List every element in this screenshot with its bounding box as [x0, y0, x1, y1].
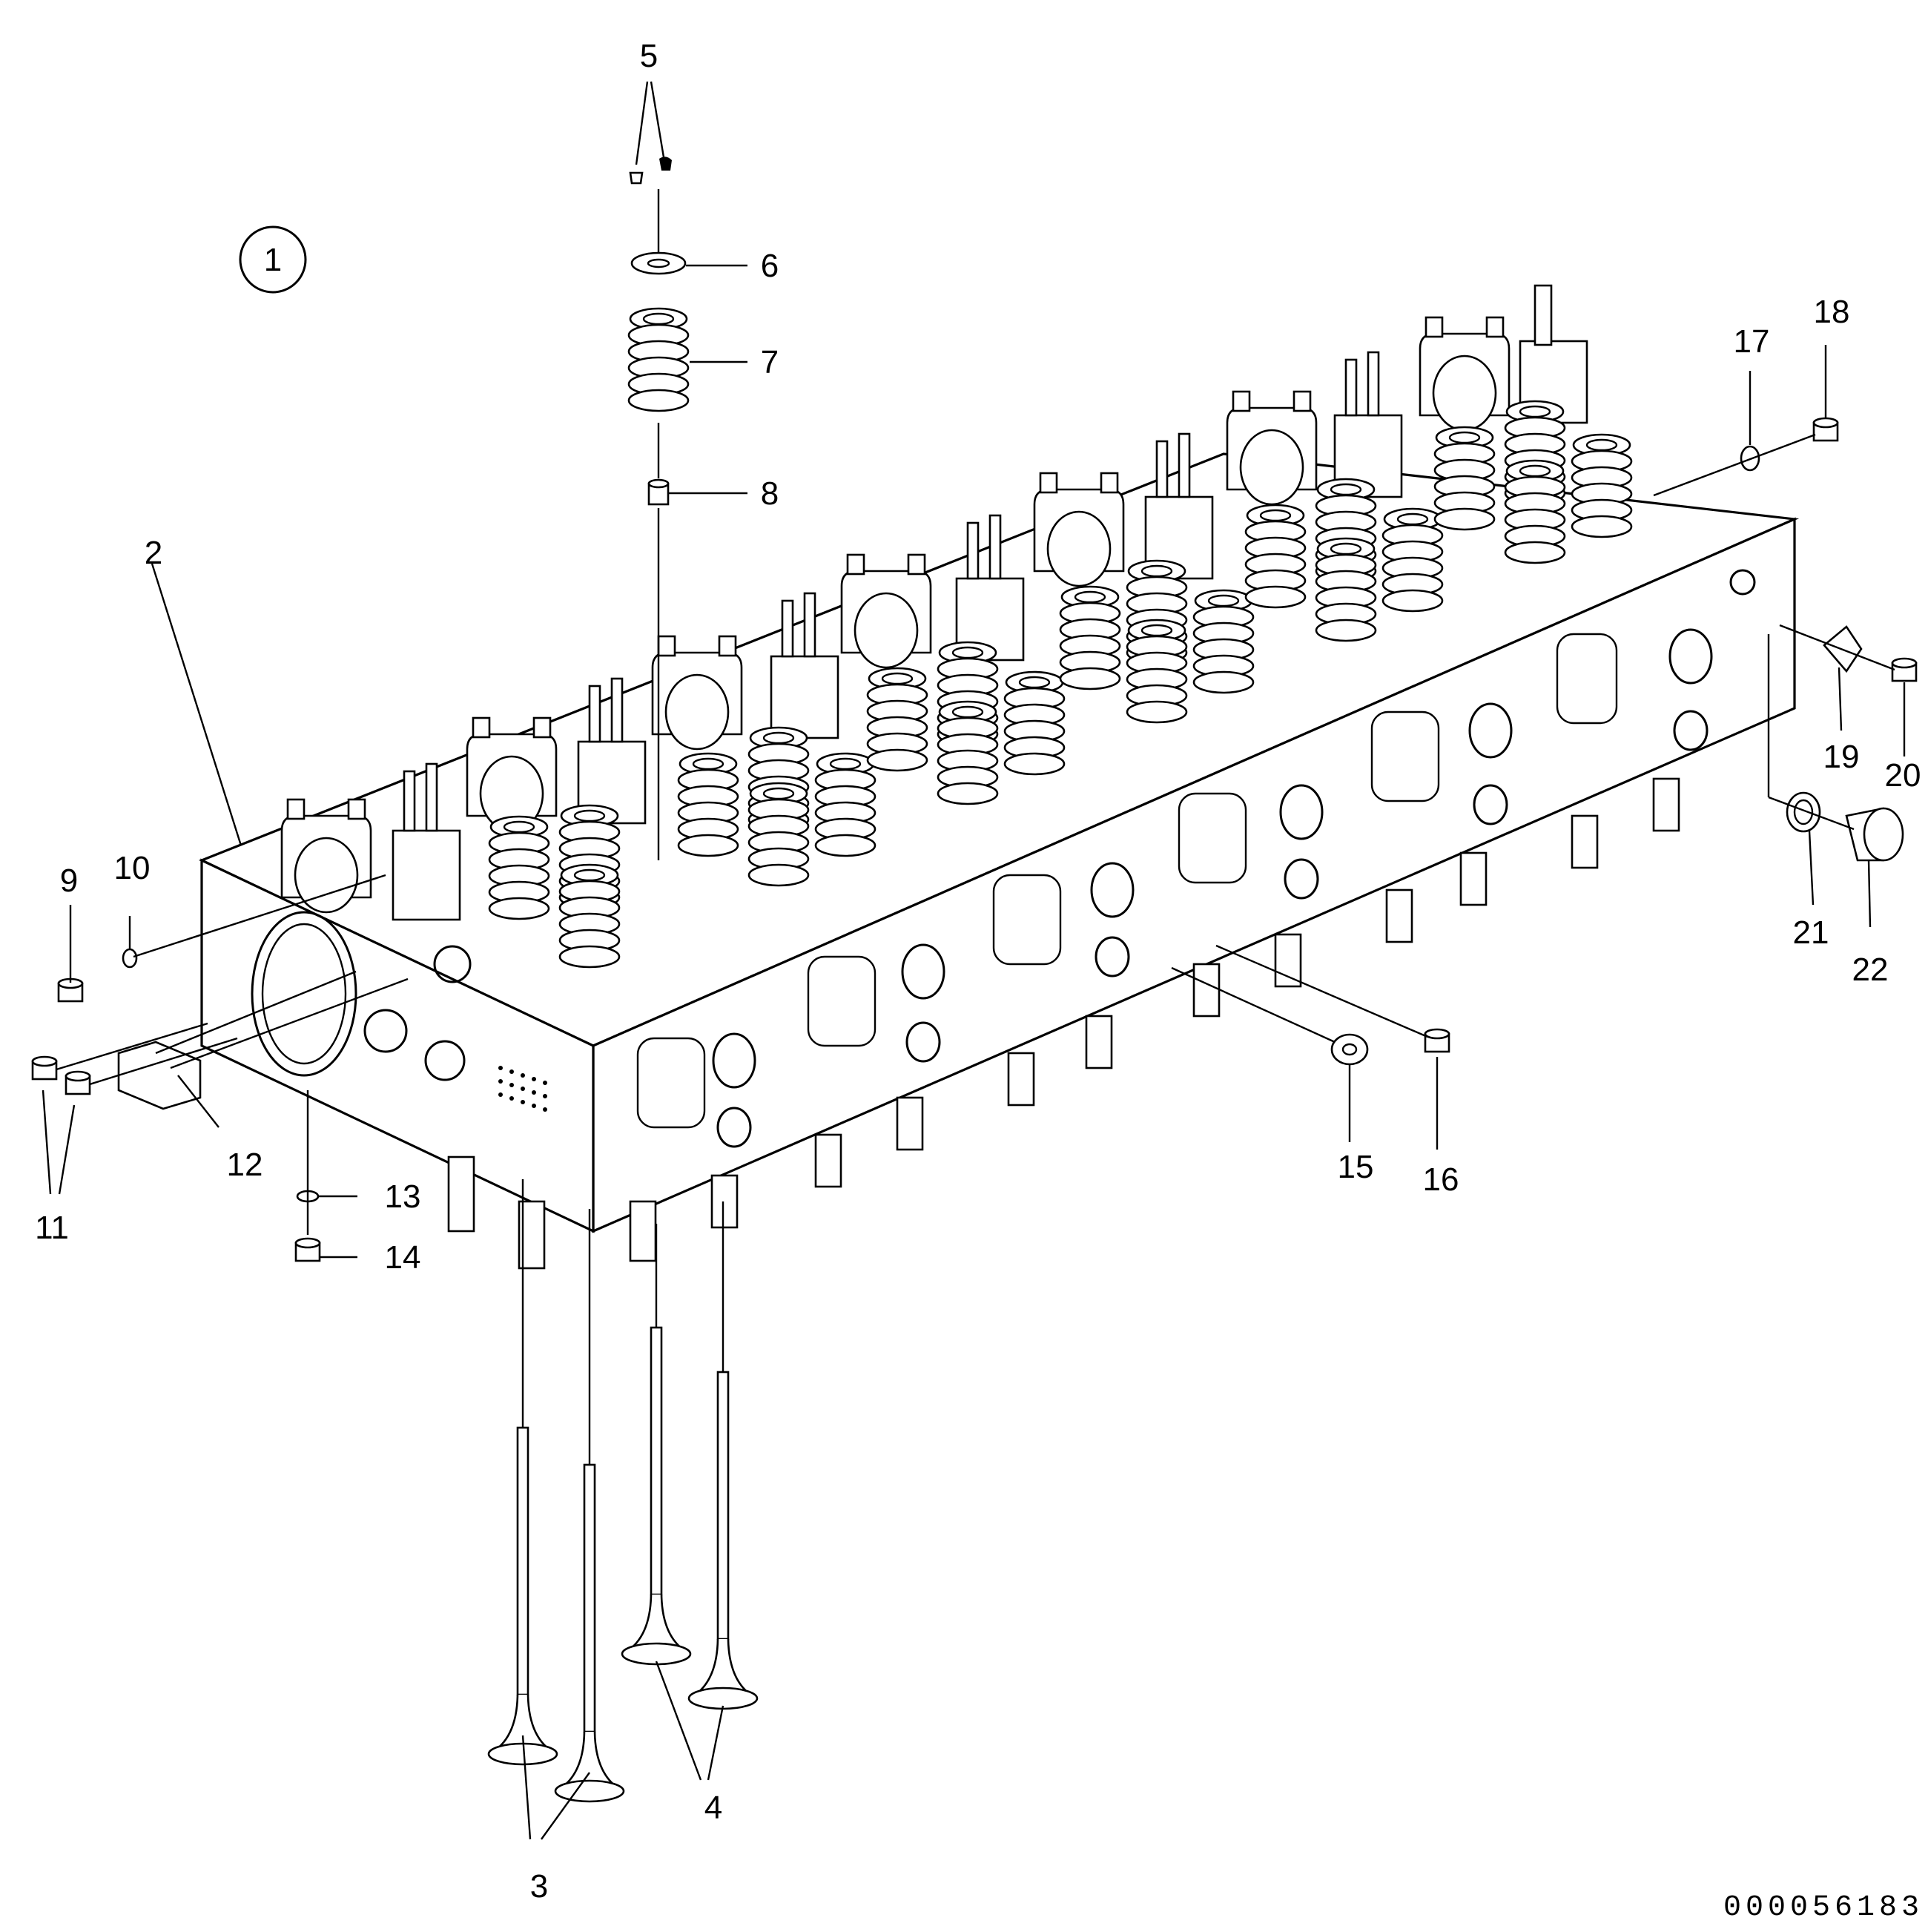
seal-ring-21 [1786, 791, 1821, 833]
bolt-20 [1891, 657, 1918, 682]
label-2: 2 [145, 535, 162, 571]
label-6: 6 [761, 248, 779, 284]
screws-11 [31, 970, 409, 1095]
leader-lines [42, 81, 1906, 1840]
spring-retainer [630, 251, 687, 275]
valve-keepers [629, 156, 672, 185]
label-20: 20 [1885, 757, 1921, 794]
label-8: 8 [761, 475, 779, 512]
label-19: 19 [1823, 739, 1860, 775]
view-number-marker: 1 [239, 225, 307, 294]
plug-14 [294, 1237, 321, 1262]
label-15: 15 [1338, 1149, 1374, 1185]
bracket-12 [117, 1041, 202, 1110]
label-9: 9 [60, 863, 78, 899]
label-13: 13 [385, 1178, 421, 1215]
plug-22 [1845, 807, 1904, 862]
label-22: 22 [1852, 952, 1889, 988]
label-18: 18 [1814, 294, 1850, 330]
view-number: 1 [264, 242, 282, 278]
label-16: 16 [1423, 1161, 1459, 1198]
label-3: 3 [530, 1868, 548, 1905]
valve-spring-exploded [627, 307, 690, 412]
washer-15 [1330, 1033, 1369, 1066]
seal-ring-10 [122, 948, 138, 969]
bolt-16 [1424, 1028, 1450, 1053]
label-10: 10 [114, 850, 151, 886]
intake-valves [487, 1426, 625, 1803]
document-id: 000056183 [1723, 1891, 1924, 1925]
label-17: 17 [1734, 323, 1770, 360]
label-21: 21 [1793, 914, 1829, 951]
label-11: 11 [35, 1210, 69, 1246]
label-5: 5 [640, 38, 658, 74]
label-14: 14 [385, 1239, 421, 1276]
label-4: 4 [704, 1790, 722, 1826]
callout-labels: 2 3 4 5 6 7 8 9 10 11 12 13 14 15 16 17 … [35, 38, 1921, 1905]
exhaust-valves [621, 1326, 759, 1710]
label-12: 12 [227, 1147, 263, 1183]
plug-18 [1812, 417, 1839, 442]
label-7: 7 [761, 344, 779, 380]
valve-stem-seal [647, 478, 670, 506]
